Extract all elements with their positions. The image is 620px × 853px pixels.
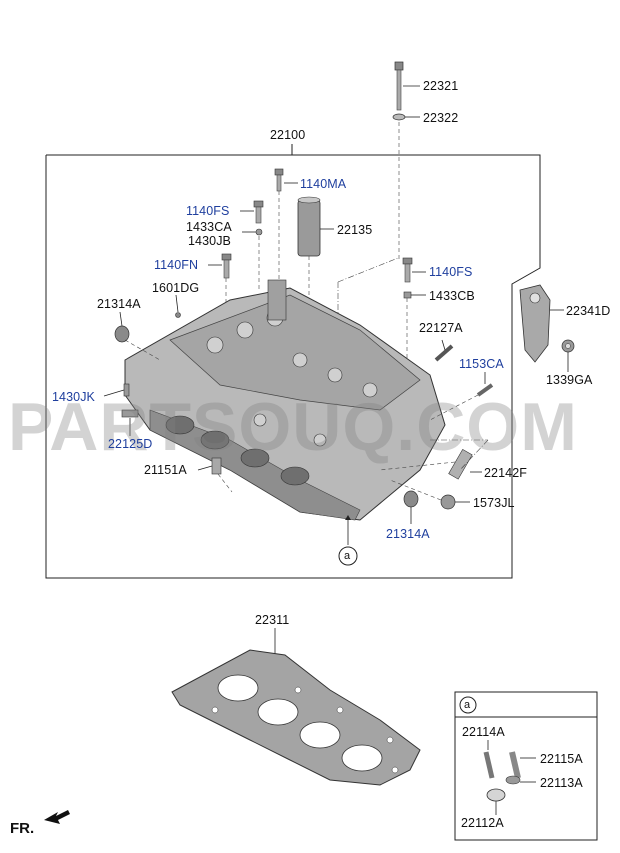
- detail-box-a: [454, 691, 598, 841]
- head-gasket-22311: [171, 649, 421, 786]
- label-1140MA[interactable]: 1140MA: [300, 177, 347, 191]
- label-22112A[interactable]: 22112A: [461, 816, 504, 830]
- label-22127A[interactable]: 22127A: [419, 321, 463, 335]
- callout-circle-a: [338, 546, 358, 566]
- label-1433CB[interactable]: 1433CB: [429, 289, 475, 303]
- label-22125D[interactable]: 22125D: [108, 437, 153, 451]
- label-22322[interactable]: 22322: [423, 111, 459, 125]
- bolt-1140FS-right: [402, 257, 426, 360]
- label-1573JL[interactable]: 1573JL: [473, 496, 515, 510]
- valve-guide-22115A: [509, 751, 536, 779]
- detail-box-title: a: [464, 699, 471, 711]
- bolt-1140MA: [274, 168, 298, 300]
- bolt-22321: [394, 61, 420, 111]
- label-22115A[interactable]: 22115A: [540, 752, 583, 766]
- pin-1430JK: [103, 383, 130, 397]
- valve-stem-22114A: [483, 740, 495, 779]
- label-1433CA[interactable]: 1433CA: [186, 220, 232, 234]
- label-21151A[interactable]: 21151A: [144, 463, 187, 477]
- pin-22127A: [434, 339, 454, 362]
- bracket-22341D: [519, 284, 564, 363]
- pin-1153CA: [429, 372, 494, 421]
- label-22114A[interactable]: 22114A: [462, 725, 505, 739]
- seal-1573JL: [389, 479, 470, 510]
- label-1601DG[interactable]: 1601DG: [152, 281, 200, 295]
- label-1153CA[interactable]: 1153CA: [459, 357, 504, 371]
- label-1430JK[interactable]: 1430JK: [52, 390, 95, 404]
- bolt-21151A: [197, 457, 233, 493]
- washer-22322: [392, 113, 420, 121]
- label-1140FS-upper[interactable]: 1140FS: [186, 204, 230, 218]
- bolt-1140FS-upper: [240, 200, 264, 290]
- seat-22112A: [486, 788, 506, 815]
- label-21314A-left[interactable]: 21314A: [97, 297, 141, 311]
- label-22321[interactable]: 22321: [423, 79, 459, 93]
- tube-22135: [297, 196, 334, 330]
- plug-21314A-bottom: [403, 490, 419, 524]
- watermark-text: PARTSOUQ.COM: [8, 389, 578, 465]
- pin-1601DG: [175, 294, 181, 318]
- label-1140FS-right[interactable]: 1140FS: [429, 265, 473, 279]
- plug-21314A-left: [114, 311, 161, 361]
- cylinder-head-body: [124, 279, 446, 521]
- nut-1339GA: [561, 339, 575, 372]
- sleeve-22142F: [379, 448, 482, 480]
- label-1140FN[interactable]: 1140FN: [154, 258, 199, 272]
- callout-a-letter[interactable]: a: [344, 550, 351, 562]
- front-direction-arrow: [44, 810, 70, 824]
- label-22311[interactable]: 22311: [255, 613, 290, 627]
- label-1339GA[interactable]: 1339GA: [546, 373, 593, 387]
- label-22100[interactable]: 22100: [270, 128, 306, 142]
- seal-22113A: [505, 775, 536, 785]
- label-22135[interactable]: 22135: [337, 223, 373, 237]
- label-22113A[interactable]: 22113A: [540, 776, 583, 790]
- cylinder-head-frame: [45, 154, 541, 579]
- label-21314A-bottom[interactable]: 21314A: [386, 527, 430, 541]
- dowel-22125D: [121, 409, 139, 436]
- front-direction-label: FR.: [10, 820, 35, 837]
- label-22142F[interactable]: 22142F: [484, 466, 527, 480]
- label-22341D[interactable]: 22341D: [566, 304, 611, 318]
- label-1430JB[interactable]: 1430JB: [188, 234, 231, 248]
